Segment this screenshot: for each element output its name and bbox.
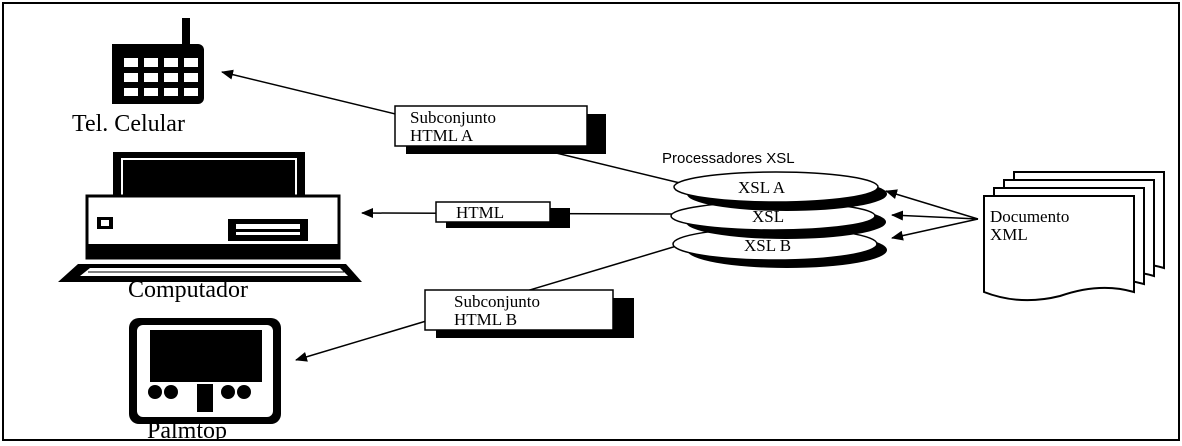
phone-label: Tel. Celular	[72, 111, 185, 137]
output-box-html-a: Subconjunto HTML A	[394, 105, 606, 154]
palmtop-icon	[129, 318, 281, 424]
html-b-line2: HTML B	[454, 310, 517, 329]
html-label: HTML	[456, 203, 504, 222]
html-a-line2: HTML A	[410, 126, 474, 145]
computer-label: Computador	[128, 277, 248, 303]
processor-disk-xsl-a: XSL A	[673, 171, 887, 211]
mobile-phone-icon	[112, 18, 204, 104]
document-stack-icon	[983, 171, 1165, 302]
output-box-html: HTML	[435, 201, 570, 228]
document-line2: XML	[990, 225, 1028, 244]
processor-xsl: XSL	[752, 207, 784, 226]
processor-xsl-b: XSL B	[744, 236, 791, 255]
document-line1: Documento	[990, 207, 1069, 226]
arrow-doc-to-xsl-b	[891, 218, 979, 241]
desktop-computer-icon	[58, 152, 362, 282]
html-a-line1: Subconjunto	[410, 108, 496, 127]
processor-xsl-a: XSL A	[738, 178, 786, 197]
html-b-line1: Subconjunto	[454, 292, 540, 311]
arrow-doc-to-xsl	[891, 210, 979, 221]
palmtop-label: Palmtop	[147, 418, 227, 441]
arrow-doc-to-xsl-a	[885, 189, 979, 220]
processors-title: Processadores XSL	[662, 150, 795, 167]
output-box-html-b: Subconjunto HTML B	[424, 289, 634, 338]
